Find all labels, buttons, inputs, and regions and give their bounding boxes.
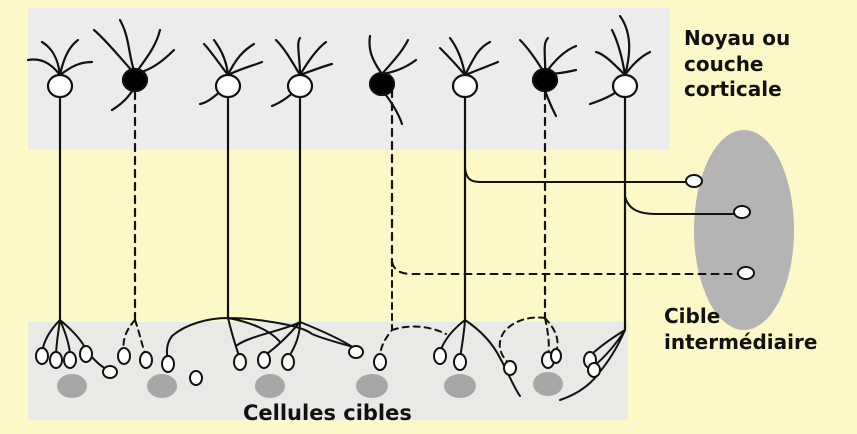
neuron-soma	[613, 75, 637, 97]
target-cell	[57, 374, 87, 398]
label-line: corticale	[684, 77, 790, 103]
neuron-soma	[533, 69, 557, 91]
target-cell	[147, 374, 177, 398]
neuron-soma	[288, 75, 312, 97]
axon-terminal	[738, 267, 754, 279]
label-line: Cible	[664, 304, 817, 330]
neuron-soma	[453, 75, 477, 97]
label-line: Noyau ou	[684, 26, 790, 52]
axon-terminal	[686, 175, 702, 187]
label-line: intermédiaire	[664, 330, 817, 356]
target-cell	[255, 374, 285, 398]
neuron-soma	[48, 75, 72, 97]
axon-terminal	[734, 206, 750, 218]
label-line: couche	[684, 52, 790, 78]
target-cell	[444, 374, 476, 398]
intermediate-target-region	[694, 130, 794, 330]
neuron-soma	[123, 69, 147, 91]
target-cell	[533, 372, 563, 396]
neuron-soma	[370, 73, 394, 95]
neuron-soma	[216, 75, 240, 97]
target-cells-label: Cellules cibles	[243, 400, 412, 427]
target-cell	[356, 374, 388, 398]
nucleus-cortical-layer-label: Noyau ou couche corticale	[684, 26, 790, 103]
inhibitory-collateral	[392, 262, 738, 274]
intermediate-target-label: Cible intermédiaire	[664, 304, 817, 355]
collateral-axon	[465, 168, 690, 182]
